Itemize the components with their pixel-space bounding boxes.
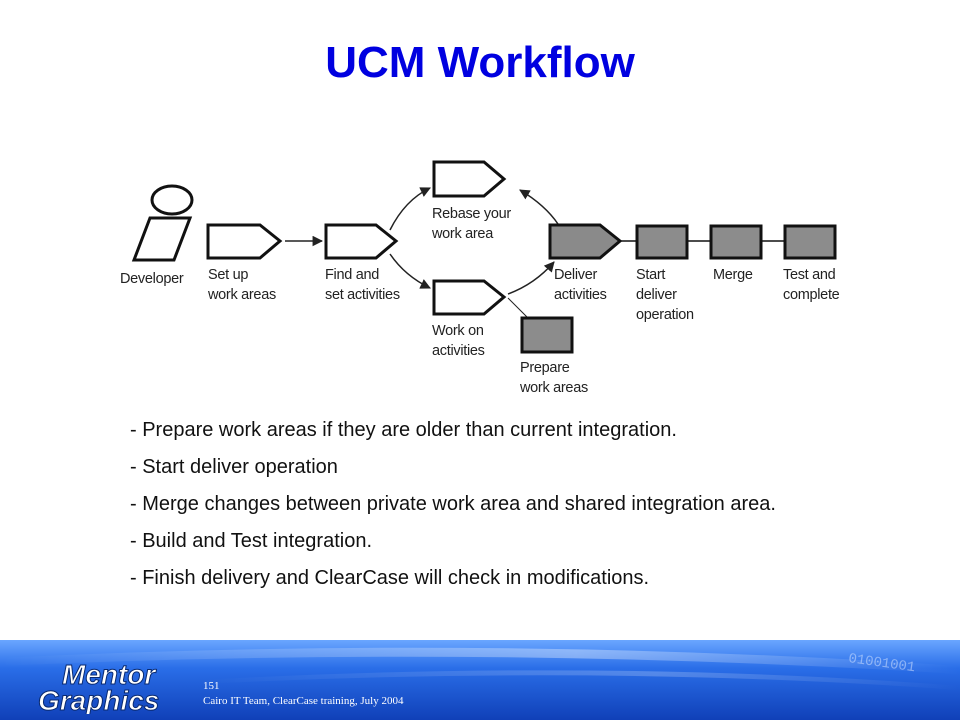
find-activities-shape xyxy=(324,223,399,260)
test-label-line2: complete xyxy=(783,287,840,303)
setup-work-areas-shape xyxy=(206,223,283,260)
logo-text-line1: Mentor xyxy=(62,659,157,690)
rebase-label-line2: work area xyxy=(431,226,494,242)
work-label-line2: activities xyxy=(432,343,485,359)
merge-label: Merge xyxy=(713,267,753,283)
find-label-line1: Find and xyxy=(325,267,379,283)
find-label-line2: set activities xyxy=(325,287,400,303)
test-complete-shape xyxy=(783,224,837,260)
deliver-activities-shape xyxy=(548,223,623,260)
start-label-line1: Start xyxy=(636,267,665,283)
start-label-line2: deliver xyxy=(636,287,677,303)
bullet-item: - Merge changes between private work are… xyxy=(130,493,776,515)
start-deliver-shape xyxy=(635,224,689,260)
test-label-line1: Test and xyxy=(783,267,836,283)
work-label-line1: Work on xyxy=(432,323,484,339)
prepare-label-line1: Prepare xyxy=(520,360,570,376)
footer-caption: Cairo IT Team, ClearCase training, July … xyxy=(203,695,404,707)
bullet-list: - Prepare work areas if they are older t… xyxy=(130,418,850,603)
logo-text-line2: Graphics xyxy=(38,685,159,714)
start-label-line3: operation xyxy=(636,307,694,323)
footer-band: 01001001 xyxy=(0,640,960,720)
setup-label-line2: work areas xyxy=(207,287,276,303)
arrow-find-to-rebase xyxy=(389,187,431,231)
footer-background: 01001001 xyxy=(0,640,960,720)
arrow-deliver-to-rebase xyxy=(519,189,559,225)
bullet-item: - Finish delivery and ClearCase will che… xyxy=(130,567,650,589)
developer-label: Developer xyxy=(120,271,184,287)
work-on-activities-shape xyxy=(432,279,507,316)
bullet-item: - Build and Test integration. xyxy=(130,530,373,552)
page-title: UCM Workflow xyxy=(325,38,635,87)
rebase-work-area-shape xyxy=(432,160,507,198)
developer-icon xyxy=(131,184,194,262)
mentor-graphics-logo: Mentor Graphics xyxy=(38,659,160,715)
merge-shape xyxy=(709,224,763,260)
prepare-label-line2: work areas xyxy=(519,380,588,396)
bullet-item: - Prepare work areas if they are older t… xyxy=(130,419,677,441)
deliver-label-line2: activities xyxy=(554,287,607,303)
prepare-work-areas-shape xyxy=(520,316,574,354)
page-number: 151 xyxy=(203,680,220,692)
line-prepare-to-work xyxy=(507,297,529,319)
setup-label-line1: Set up xyxy=(208,267,248,283)
bullet-item: - Start deliver operation xyxy=(130,456,338,478)
arrow-find-to-work xyxy=(389,253,431,289)
deliver-label-line1: Deliver xyxy=(554,267,597,283)
arrow-work-to-deliver xyxy=(507,261,555,295)
rebase-label-line1: Rebase your xyxy=(432,206,511,222)
